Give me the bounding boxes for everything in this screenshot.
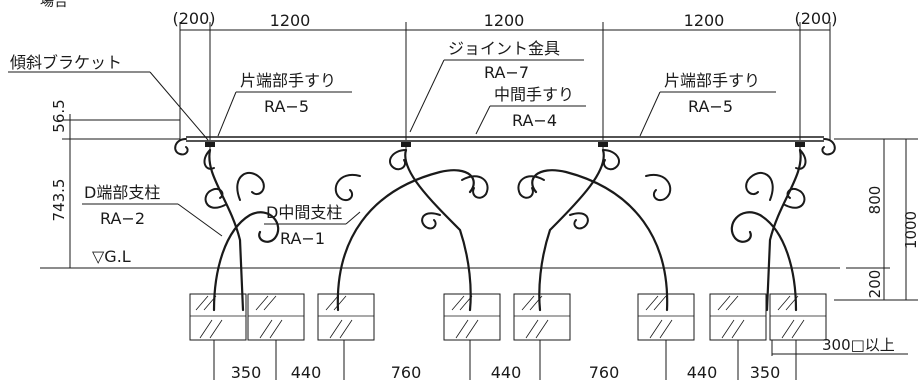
dim-top-5: (200) <box>794 9 837 28</box>
label-mid-post-code: RA−1 <box>280 229 325 248</box>
dim-bottom-3: 760 <box>391 363 422 380</box>
dim-bottom-4: 440 <box>491 363 522 380</box>
footing-4 <box>443 293 501 341</box>
footing-3 <box>317 293 375 341</box>
ground-label: ▽G.L <box>92 247 131 266</box>
post-right-end <box>730 148 807 312</box>
label-mid-post-name: D中間支柱 <box>266 203 342 222</box>
label-mid-rail-code: RA−4 <box>512 111 557 130</box>
dim-top-3: 1200 <box>484 11 525 30</box>
left-dimension-chain: 56.5 743.5 <box>50 99 180 268</box>
label-end-rail-right-name: 片端部手すり <box>664 71 760 90</box>
dim-bottom-6: 440 <box>687 363 718 380</box>
handrail <box>174 136 836 156</box>
footings <box>189 293 827 341</box>
dim-right-800: 800 <box>866 186 884 215</box>
footing-2 <box>247 293 305 341</box>
footing-1 <box>189 293 247 341</box>
dim-right-1000: 1000 <box>902 211 918 249</box>
label-bracket: 傾斜ブラケット <box>10 53 122 72</box>
top-dimension-chain: (200) 1200 1200 1200 (200) <box>172 9 838 140</box>
dim-bottom-5: 760 <box>589 363 620 380</box>
dim-left-lower: 743.5 <box>50 179 68 222</box>
dim-top-2: 1200 <box>270 11 311 30</box>
bottom-dimension-chain: 350 440 760 440 760 440 350 <box>213 340 797 380</box>
label-joint-code: RA−7 <box>484 63 529 82</box>
right-dimension-chain: 800 1000 200 <box>834 138 918 301</box>
callout-bracket: 傾斜ブラケット <box>8 53 209 141</box>
dim-bottom-7: 350 <box>750 363 781 380</box>
callout-end-rail-right: 片端部手すり RA−5 <box>639 71 776 137</box>
callout-mid-post: D中間支柱 RA−1 <box>264 203 361 248</box>
callout-joint: ジョイント金具 RA−7 <box>409 39 584 133</box>
callout-end-post: D端部支柱 RA−2 <box>82 183 223 237</box>
callout-mid-rail: 中間手すり RA−4 <box>475 85 586 135</box>
ground-line: ▽G.L <box>40 247 840 269</box>
label-end-rail-left-code: RA−5 <box>264 97 309 116</box>
dim-bottom-1: 350 <box>231 363 262 380</box>
label-end-post-code: RA−2 <box>100 209 145 228</box>
dim-top-1: (200) <box>172 9 215 28</box>
dim-top-4: 1200 <box>684 11 725 30</box>
label-end-rail-right-code: RA−5 <box>688 97 733 116</box>
footing-5 <box>513 293 571 341</box>
dim-right-200: 200 <box>866 270 884 299</box>
label-end-rail-left-name: 片端部手すり <box>240 71 336 90</box>
footing-6 <box>637 293 695 341</box>
label-mid-rail-name: 中間手すり <box>494 85 574 104</box>
dim-bottom-2: 440 <box>291 363 322 380</box>
dim-left-upper: 56.5 <box>50 99 68 132</box>
header-title-fragment: 場合 <box>40 0 68 10</box>
footing-8 <box>769 293 827 341</box>
footing-size-callout: 300□以上 <box>771 336 908 356</box>
label-end-post-name: D端部支柱 <box>84 183 160 202</box>
callout-end-rail-left: 片端部手すり RA−5 <box>217 71 352 137</box>
label-joint-name: ジョイント金具 <box>448 39 560 58</box>
post-left-end <box>203 148 280 312</box>
post-mid-2 <box>517 148 672 312</box>
post-mid-1 <box>334 148 489 312</box>
footing-7 <box>709 293 767 341</box>
footing-size-label: 300□以上 <box>822 336 895 354</box>
